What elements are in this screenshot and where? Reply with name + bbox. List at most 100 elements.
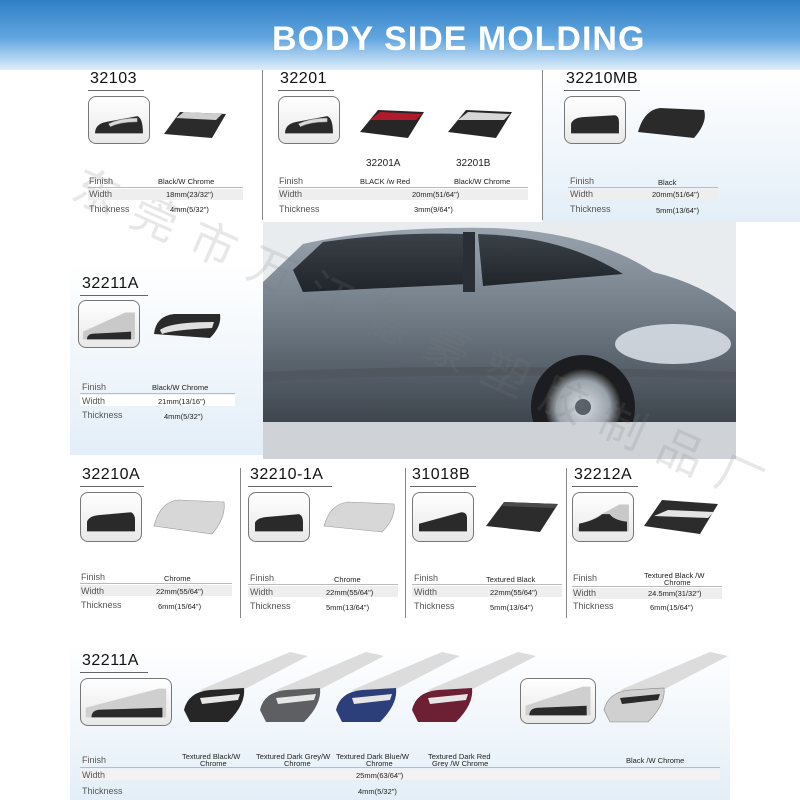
divider <box>405 468 406 618</box>
width-value: 22mm(55/64") <box>156 587 204 596</box>
finish-value: Chrome <box>164 574 191 583</box>
code-underline <box>80 672 148 673</box>
spec-shade <box>248 586 398 597</box>
finish-value-0-line1: Textured Black/W <box>182 752 241 761</box>
sub-code-32201b: 32201B <box>456 158 491 169</box>
spec-shade <box>412 586 562 597</box>
profile-box-32210a <box>80 492 142 542</box>
code-underline <box>572 486 638 487</box>
spec-shade <box>572 588 722 599</box>
product-code-32210a: 32210A <box>82 466 141 483</box>
product-code-32210mb: 32210MB <box>566 70 638 87</box>
product-code-32201: 32201 <box>280 70 327 87</box>
finish-value: Textured Black <box>486 575 536 584</box>
code-underline <box>564 90 640 91</box>
sample-32210a <box>150 496 230 538</box>
width-value: 20mm(51/64") <box>652 190 700 199</box>
finish-value-32201b: Black/W Chrome <box>454 177 511 186</box>
width-label: Width <box>82 770 106 780</box>
profile-box-32103 <box>88 96 150 144</box>
code-underline <box>80 295 148 296</box>
width-value: 18mm(23/32") <box>166 190 214 199</box>
width-value: 24.5mm(31/32") <box>648 589 702 598</box>
profile-box-32211a-top <box>78 300 140 348</box>
finish-value: Black <box>658 178 677 187</box>
finish-value: Black/W Chrome <box>152 383 209 392</box>
code-underline <box>88 90 144 91</box>
width-label: Width <box>82 396 106 406</box>
finish-value-3-line1: Textured Dark Red <box>428 752 491 761</box>
divider <box>240 468 241 618</box>
header-band <box>0 0 800 70</box>
spec-rule <box>80 583 232 584</box>
car-photo <box>263 222 736 459</box>
divider <box>542 70 543 220</box>
divider <box>566 468 567 618</box>
spec-shade <box>80 395 235 406</box>
sample-32211a-top <box>150 306 226 344</box>
sub-code-32201a: 32201A <box>366 158 401 169</box>
thickness-value: 4mm(5/32") <box>170 205 209 214</box>
spec-rule <box>412 584 562 585</box>
thickness-label: Thickness <box>82 786 123 796</box>
finish-label: Finish <box>250 573 275 583</box>
profile-box-32212a <box>572 492 634 542</box>
profile-box-31018b <box>412 492 474 542</box>
thickness-label: Thickness <box>250 601 291 611</box>
divider <box>262 70 263 220</box>
thickness-value: 6mm(15/64") <box>158 602 202 611</box>
sample-31018b <box>482 496 562 538</box>
spec-rule <box>572 586 722 587</box>
thickness-label: Thickness <box>82 410 123 420</box>
thickness-value: 3mm(9/64") <box>414 205 453 214</box>
sample-32211a-dark-blue <box>332 650 462 725</box>
spec-shade <box>80 769 720 780</box>
thickness-value: 6mm(15/64") <box>650 603 694 612</box>
finish-label: Finish <box>414 573 439 583</box>
product-code-32211a-bottom: 32211A <box>82 652 139 669</box>
sample-32211a-black-chrome <box>600 650 730 725</box>
sample-32210mb <box>634 102 710 144</box>
code-underline <box>80 486 144 487</box>
thickness-value: 4mm(5/32") <box>164 412 203 421</box>
spec-shade <box>568 189 718 200</box>
panel-32211a-top <box>70 265 265 455</box>
thickness-value: 5mm(13/64") <box>656 206 700 215</box>
finish-label: Finish <box>573 573 598 583</box>
code-underline <box>410 486 476 487</box>
width-value: 22mm(55/64") <box>490 588 538 597</box>
width-label: Width <box>414 587 438 597</box>
finish-label: Finish <box>82 755 107 765</box>
width-label: Width <box>250 587 274 597</box>
spec-shade <box>80 585 232 596</box>
profile-box-32201 <box>278 96 340 144</box>
thickness-value: 5mm(13/64") <box>326 603 370 612</box>
finish-value-1-line2: Chrome <box>284 759 311 768</box>
product-code-31018b: 31018B <box>412 466 471 483</box>
width-label: Width <box>89 189 113 199</box>
sample-32201a <box>356 104 428 144</box>
spec-rule <box>80 767 720 768</box>
sample-32103 <box>160 104 230 144</box>
finish-value-2-line2: Chrome <box>366 759 393 768</box>
car-illustration <box>263 222 736 459</box>
sample-32212a <box>640 494 722 540</box>
finish-value-32201a: BLACK /w Red <box>360 177 411 186</box>
width-label: Width <box>570 189 594 199</box>
thickness-label: Thickness <box>414 601 455 611</box>
width-value: 22mm(55/64") <box>326 588 374 597</box>
product-code-32210-1a: 32210-1A <box>250 466 324 483</box>
sample-32201b <box>444 104 516 144</box>
spec-rule <box>568 187 718 188</box>
thickness-label: Thickness <box>573 601 614 611</box>
finish-value-0-line2: Chrome <box>200 759 227 768</box>
finish-value-line2: Chrome <box>664 578 691 587</box>
finish-value: Black/W Chrome <box>158 177 215 186</box>
product-code-32211a-top: 32211A <box>82 275 139 292</box>
profile-box-32211a-bottom <box>80 678 172 726</box>
width-label: Width <box>279 189 303 199</box>
product-code-32212a: 32212A <box>574 466 633 483</box>
width-value: 20mm(51/64") <box>412 190 460 199</box>
spec-rule <box>248 584 398 585</box>
finish-label: Finish <box>279 176 304 186</box>
